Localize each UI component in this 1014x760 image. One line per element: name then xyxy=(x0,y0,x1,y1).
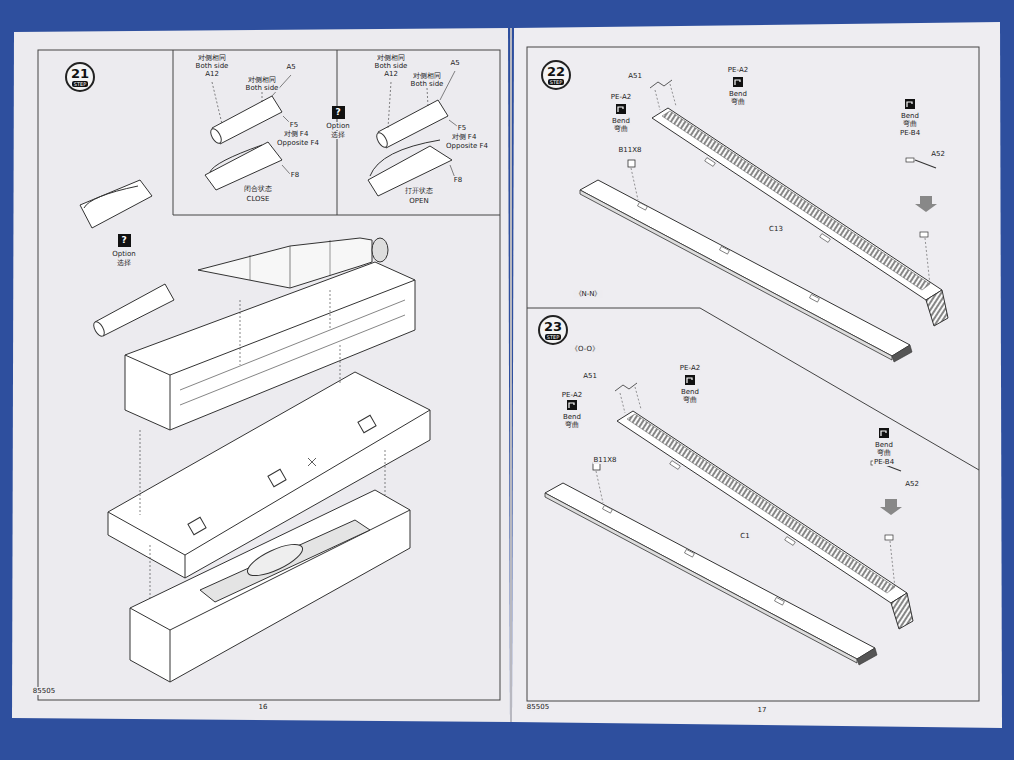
part-label: 打开状态 xyxy=(404,187,434,195)
part-label: 闭合状态 xyxy=(243,185,273,193)
part-label: Both side xyxy=(195,62,230,70)
part-label: PE-A2 xyxy=(727,66,749,74)
rail-step-23 xyxy=(545,383,913,665)
part-label: 对侧 F4 xyxy=(283,130,310,138)
part-label: 选择 xyxy=(116,259,132,267)
part-label: Opposite F4 xyxy=(445,142,489,150)
part-label: 弯曲 xyxy=(876,449,892,457)
inset-close-parts xyxy=(205,75,291,190)
option-box: ? xyxy=(332,106,345,119)
part-label: C1 xyxy=(739,532,750,540)
inset-open-parts xyxy=(368,71,457,196)
page-fold xyxy=(510,28,512,722)
part-label: F5 xyxy=(289,121,299,129)
bend-icons xyxy=(567,77,915,438)
part-label: Opposite F4 xyxy=(276,139,320,147)
part-label: A12 xyxy=(204,70,220,78)
option-mark: ? xyxy=(121,235,126,245)
part-label: 弯曲 xyxy=(613,125,629,133)
part-label: PE-A2 xyxy=(610,93,632,101)
part-label: 85505 xyxy=(32,687,56,695)
part-label: A5 xyxy=(285,63,296,71)
part-label: 对侧相同 xyxy=(412,72,442,80)
part-label: Bend xyxy=(728,90,748,98)
part-label: 《O-O》 xyxy=(570,345,600,353)
launcher-assembly xyxy=(80,180,430,682)
rail-step-22 xyxy=(580,80,948,362)
step-tag: STEP xyxy=(545,334,561,340)
part-label: CLOSE xyxy=(246,195,271,203)
part-label: Option xyxy=(111,250,136,258)
part-label: A5 xyxy=(449,59,460,67)
part-label: 《N-N》 xyxy=(574,290,603,298)
part-label: Option xyxy=(325,122,350,130)
part-label: 对侧相同 xyxy=(376,54,406,62)
part-label: A51 xyxy=(627,72,643,80)
part-label: 弯曲 xyxy=(564,421,580,429)
part-label: A51 xyxy=(582,372,598,380)
part-label: A12 xyxy=(383,70,399,78)
part-label: Both side xyxy=(410,80,445,88)
step-badge: 21STEP xyxy=(65,62,95,92)
part-label: Both side xyxy=(374,62,409,70)
part-label: 选择 xyxy=(330,131,346,139)
step-number: 22 xyxy=(547,65,565,78)
step-number: 21 xyxy=(71,67,89,80)
part-label: 弯曲 xyxy=(902,120,918,128)
part-label: Bend xyxy=(874,441,894,449)
part-label: 弯曲 xyxy=(682,396,698,404)
step-number: 23 xyxy=(544,320,562,333)
part-label: 对侧相同 xyxy=(197,54,227,62)
left-page xyxy=(12,28,510,722)
part-label: Bend xyxy=(611,117,631,125)
part-label: F8 xyxy=(290,171,300,179)
step-badge: 23STEP xyxy=(538,315,568,345)
part-label: PE-B4 xyxy=(873,458,895,466)
part-label: F8 xyxy=(453,176,463,184)
part-label: PE-A2 xyxy=(561,391,583,399)
part-label: A52 xyxy=(930,150,946,158)
page-frames xyxy=(38,47,979,701)
part-label: 17 xyxy=(757,706,768,714)
part-label: Bend xyxy=(900,112,920,120)
part-label: Bend xyxy=(562,413,582,421)
step-tag: STEP xyxy=(72,81,88,87)
step-badge: 22STEP xyxy=(541,60,571,90)
option-box: ? xyxy=(118,234,131,247)
option-mark: ? xyxy=(335,107,340,117)
part-label: PE-A2 xyxy=(679,364,701,372)
part-label: 弯曲 xyxy=(730,98,746,106)
right-page xyxy=(512,22,1002,728)
part-label: B11X8 xyxy=(618,146,643,154)
part-label: 对侧相同 xyxy=(247,76,277,84)
part-label: 85505 xyxy=(526,703,550,711)
part-label: A52 xyxy=(904,480,920,488)
part-label: Bend xyxy=(680,388,700,396)
part-label: B11X8 xyxy=(593,456,618,464)
part-label: F5 xyxy=(457,124,467,132)
part-label: PE-B4 xyxy=(899,129,921,137)
part-label: 16 xyxy=(258,703,269,711)
step-tag: STEP xyxy=(548,79,564,85)
part-label: OPEN xyxy=(408,197,429,205)
part-label: 对侧 F4 xyxy=(451,133,478,141)
part-label: Both side xyxy=(245,84,280,92)
part-label: C13 xyxy=(768,225,784,233)
